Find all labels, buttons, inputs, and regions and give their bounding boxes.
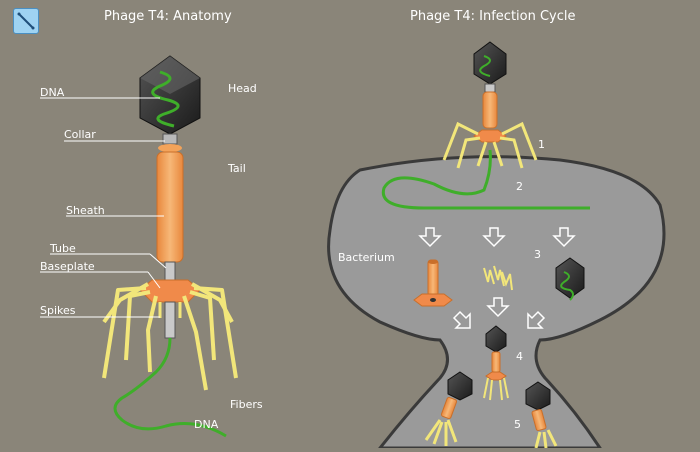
label-tail: Tail	[228, 162, 246, 175]
label-leaders	[40, 97, 167, 318]
step-3: 3	[534, 248, 541, 261]
step-5: 5	[514, 418, 521, 431]
sheath	[156, 151, 184, 263]
collar	[162, 133, 178, 145]
label-spikes: Spikes	[40, 304, 76, 317]
bacterium-body	[327, 155, 666, 450]
step-2: 2	[516, 180, 523, 193]
anatomy-phage	[102, 55, 238, 438]
diagonal-line-icon	[17, 12, 35, 30]
line-tool-button[interactable]	[13, 8, 39, 34]
assembled-phage	[483, 325, 509, 401]
assembly-head	[555, 257, 585, 301]
process-arrows	[418, 227, 576, 329]
assembly-tail	[413, 259, 453, 307]
tail-fibers	[102, 282, 238, 391]
label-baseplate: Baseplate	[40, 260, 95, 273]
label-fibers: Fibers	[230, 398, 263, 411]
assembly-fibers	[483, 265, 513, 291]
label-collar: Collar	[64, 128, 96, 141]
injected-dna	[381, 149, 590, 210]
label-head: Head	[228, 82, 257, 95]
released-phage-left	[424, 371, 473, 446]
head-dna	[151, 70, 180, 128]
label-dna-bottom: DNA	[194, 418, 219, 431]
tube	[164, 261, 176, 281]
cycle-phage-attaching	[442, 41, 538, 169]
ejected-dna	[113, 337, 227, 438]
label-sheath: Sheath	[66, 204, 105, 217]
released-phage-right	[525, 381, 558, 449]
anatomy-title: Phage T4: Anatomy	[104, 9, 232, 24]
label-tube: Tube	[50, 242, 76, 255]
label-dna-top: DNA	[40, 86, 65, 99]
cycle-title: Phage T4: Infection Cycle	[410, 9, 576, 24]
step-1: 1	[538, 138, 545, 151]
label-bacterium: Bacterium	[338, 251, 395, 264]
step-4: 4	[516, 350, 523, 363]
